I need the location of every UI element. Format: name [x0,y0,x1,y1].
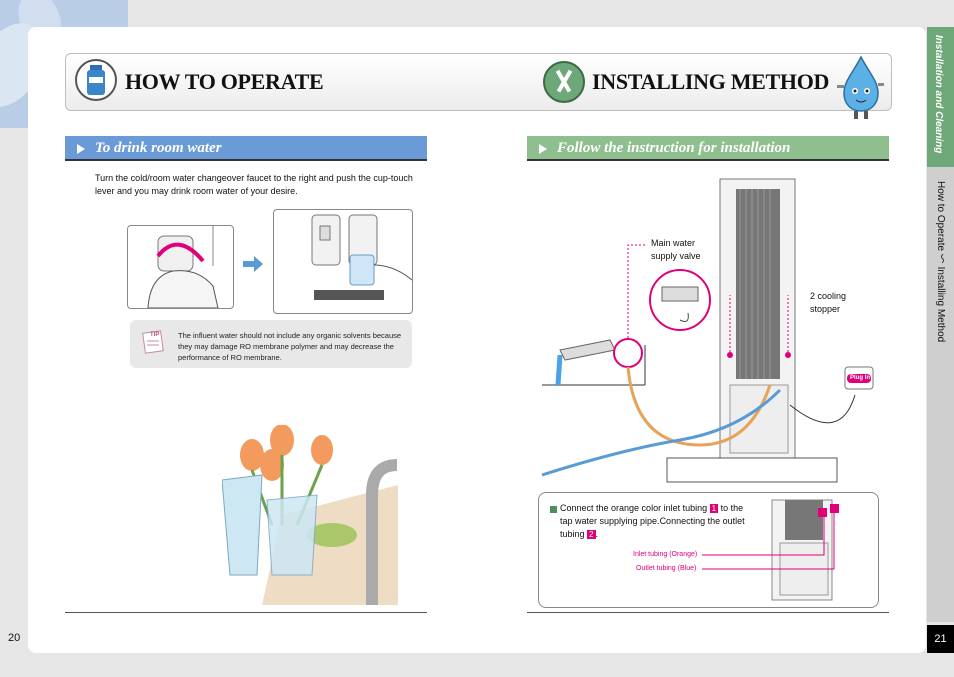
left-section-title: To drink room water [95,140,222,156]
side-tab-installation-label: Installation and Cleaning [933,35,944,154]
green-square-bullet [550,506,557,513]
page-number-left: 20 [8,632,21,644]
header-bar [65,53,892,111]
connect-text-1: Connect the orange color inlet tubing [560,503,708,513]
tip-label: TIP [150,332,160,338]
cooling-stopper-label: 2 cooling stopper [810,290,860,316]
left-bottom-rule [65,612,427,613]
left-section-header: To drink room water [65,136,427,161]
tools-icon [543,61,585,103]
side-tab-installation[interactable]: Installation and Cleaning [927,27,954,167]
outlet-tubing-label: Outlet tubing (Blue) [636,565,697,572]
connect-number-2: 2 [587,530,596,539]
main-valve-label: Main water supply valve [651,237,711,263]
tubing-detail-illustration [700,498,850,602]
water-drop-mascot-icon [836,55,886,126]
arrow-right-icon [243,256,263,277]
tip-text: The influent water should not include an… [178,331,402,362]
right-bottom-rule [527,612,889,613]
instruction-text: Turn the cold/room water changeover fauc… [95,173,413,196]
right-page-title: INSTALLING METHOD [592,69,830,94]
inlet-tubing-label: Inlet tubing (Orange) [633,551,698,558]
right-section-header: Follow the instruction for installation [527,136,889,161]
plug-in-label: Plug In [850,375,870,381]
dispenser-cup-illustration [273,209,413,314]
cooling-stopper-label-text: 2 cooling stopper [810,291,847,314]
connect-text-2: to the tap water supplying pipe.Connecti… [560,503,745,539]
tip-box [130,320,412,368]
tulip-glass-illustration [221,424,398,605]
water-bottle-icon [75,59,117,101]
main-valve-label-text: Main water supply valve [651,238,701,261]
side-tab-chapter-label: How to Operate ～ Installing Method [935,181,946,343]
tip-note-icon [140,329,166,355]
installation-diagram [540,175,890,485]
faucet-turn-illustration [127,225,234,309]
connect-instruction: Connect the orange color inlet tubing 1 … [560,503,745,539]
page-number-right: 21 [927,625,954,653]
side-tab-chapter[interactable]: How to Operate ～ Installing Method [927,167,954,622]
left-page-title: HOW TO OPERATE [125,69,324,94]
connect-number-1: 1 [709,504,719,513]
right-section-title: Follow the instruction for installation [557,140,791,156]
